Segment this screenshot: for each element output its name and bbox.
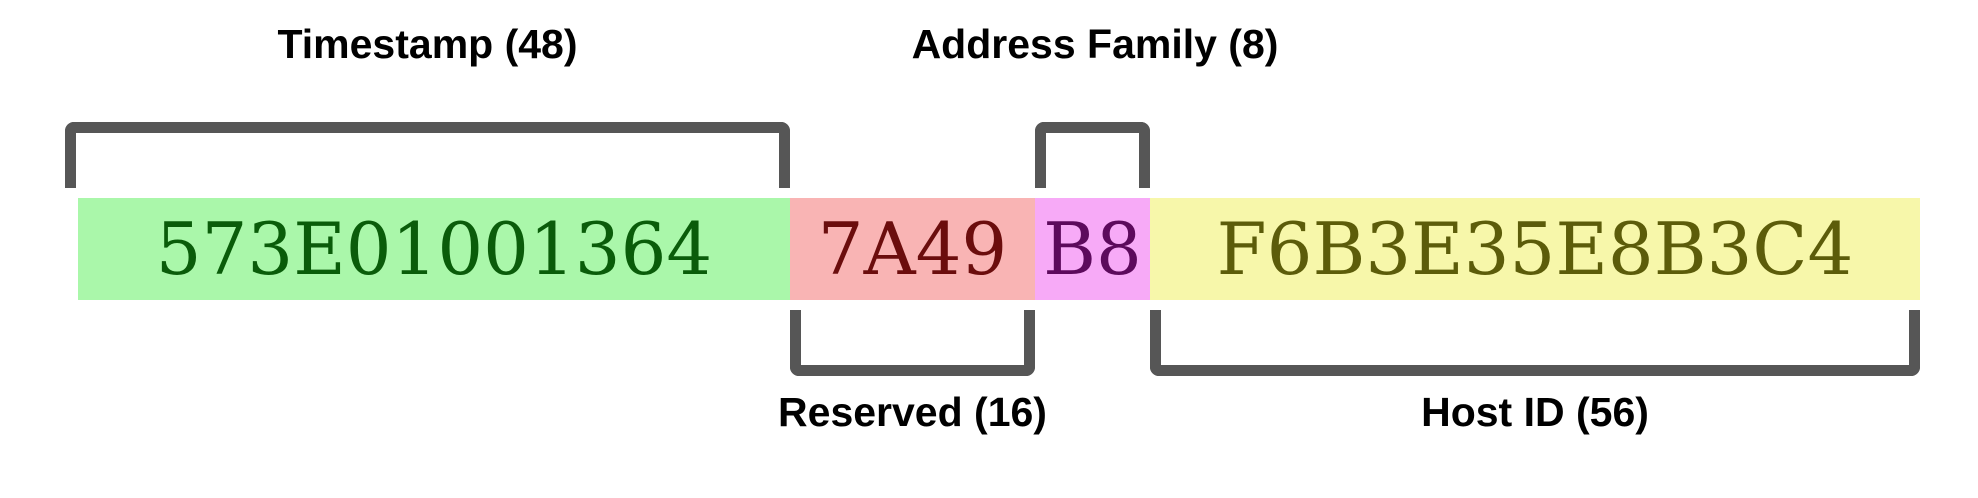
label-reserved: Reserved (16) — [778, 389, 1047, 435]
hex-segment-host-id: F6B3E35E8B3C4 — [1150, 198, 1920, 300]
label-timestamp: Timestamp (48) — [277, 21, 578, 67]
label-address-family: Address Family (8) — [911, 21, 1279, 67]
hex-segment-address-family: B8 — [1035, 198, 1150, 300]
bracket-host-id — [1150, 310, 1920, 376]
bracket-timestamp — [65, 122, 790, 188]
hex-segment-reserved: 7A49 — [790, 198, 1035, 300]
bracket-reserved — [790, 310, 1035, 376]
hex-segment-timestamp: 573E01001364 — [78, 198, 790, 300]
hex-strip: 573E01001364 7A49 B8 F6B3E35E8B3C4 — [78, 198, 1920, 300]
label-host-id: Host ID (56) — [1421, 389, 1649, 435]
bracket-address-family — [1035, 122, 1150, 188]
